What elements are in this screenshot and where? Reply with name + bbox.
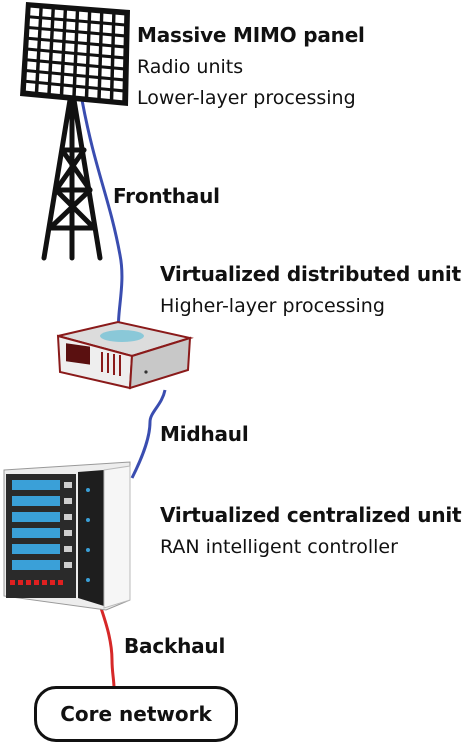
core-network-label: Core network: [60, 702, 212, 726]
du-line-higher-layer: Higher-layer processing: [160, 295, 385, 317]
cu-line-ric: RAN intelligent controller: [160, 536, 398, 558]
server-rack-icon: [3, 461, 131, 611]
fronthaul-label: Fronthaul: [113, 184, 220, 208]
cu-title: Virtualized centralized unit: [160, 503, 462, 527]
core-network-box: Core network: [34, 686, 238, 742]
tower-icon: [41, 97, 103, 261]
mimo-line-radio-units: Radio units: [137, 56, 244, 78]
mimo-title: Massive MIMO panel: [137, 23, 365, 47]
du-title: Virtualized distributed unit: [160, 262, 461, 286]
midhaul-cable: [130, 389, 167, 479]
fronthaul-cable: [80, 99, 124, 341]
backhaul-label: Backhaul: [124, 634, 226, 658]
mimo-panel-icon: [20, 2, 130, 106]
midhaul-label: Midhaul: [160, 422, 249, 446]
backhaul-cable: [98, 604, 116, 689]
distributed-unit-icon: [56, 320, 194, 390]
mimo-line-lower-layer: Lower-layer processing: [137, 87, 356, 109]
